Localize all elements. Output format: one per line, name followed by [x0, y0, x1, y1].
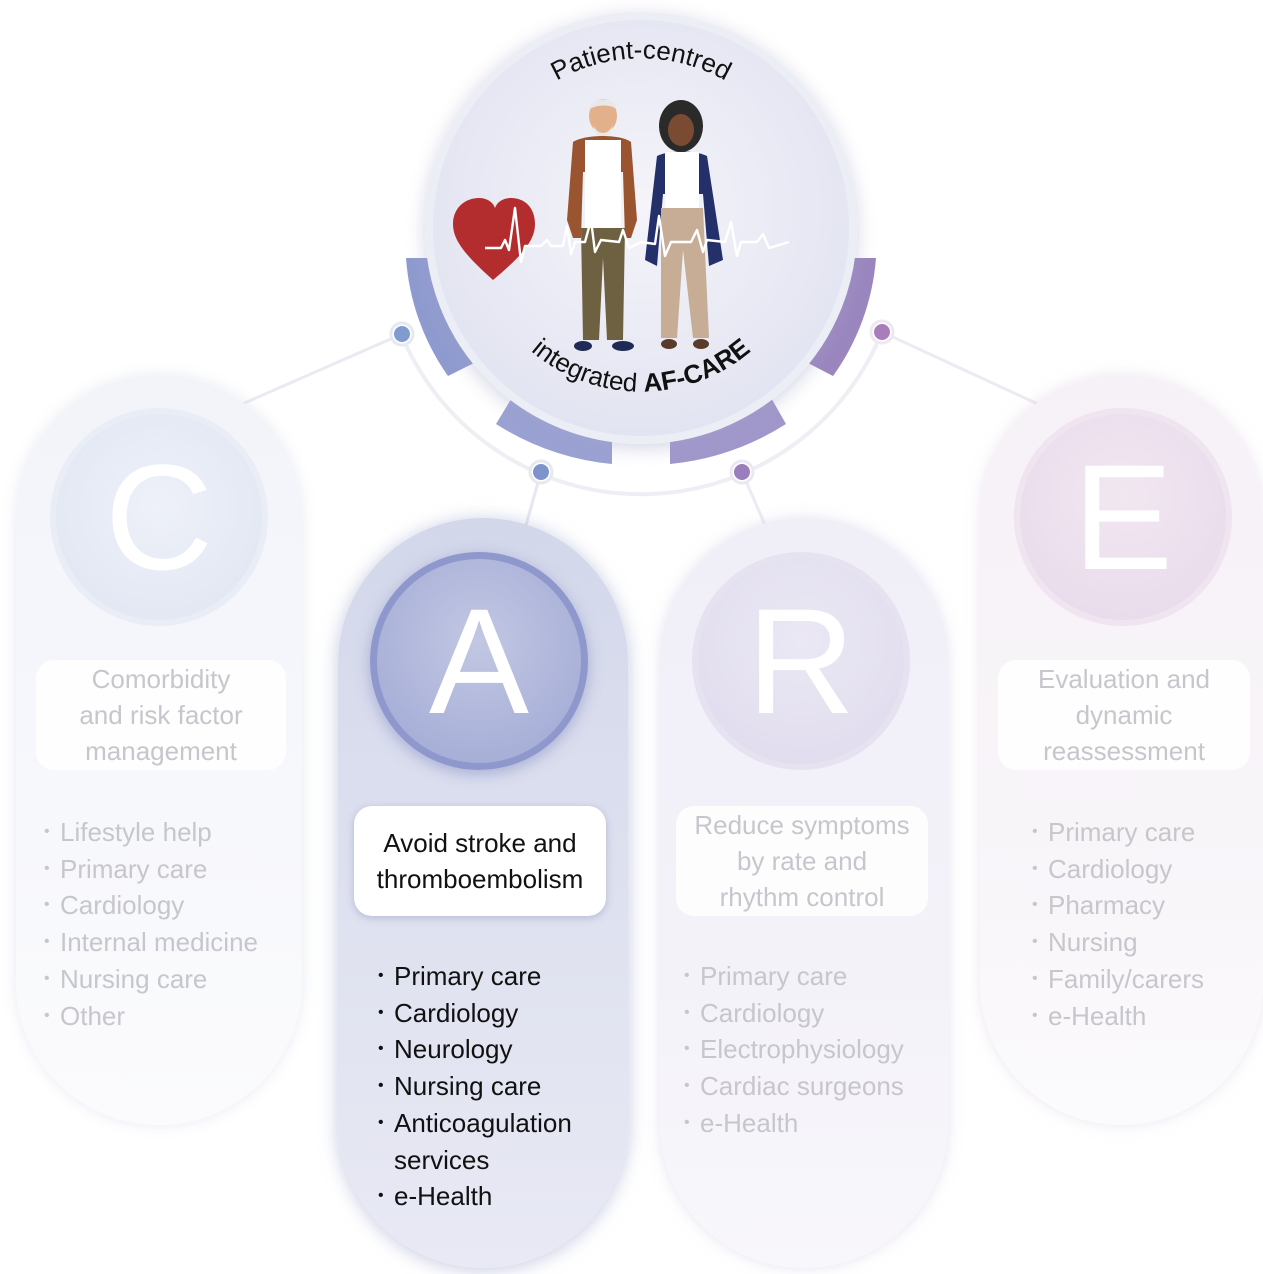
list-item: Electrophysiology: [684, 1031, 904, 1068]
list-item: e-Health: [378, 1178, 618, 1215]
list-item: Internal medicine: [44, 924, 258, 961]
letter-a: A: [428, 577, 530, 745]
list-item: Lifestyle help: [44, 814, 258, 851]
list-item: Neurology: [378, 1031, 618, 1068]
list-item: Nursing: [1032, 924, 1204, 961]
list-item: Cardiology: [44, 887, 258, 924]
list-item: Other: [44, 998, 258, 1035]
title-card-e: Evaluation and dynamic reassessment: [998, 660, 1250, 770]
list-item: Nursing care: [378, 1068, 618, 1105]
arc-segment-3: [670, 396, 786, 464]
title-card-a: Avoid stroke and thromboembolism: [354, 806, 606, 916]
list-item: Family/carers: [1032, 961, 1204, 998]
list-c: Lifestyle help Primary care Cardiology I…: [44, 814, 258, 1034]
list-e: Primary care Cardiology Pharmacy Nursing…: [1032, 814, 1204, 1034]
letter-circle-e: E: [1014, 408, 1232, 626]
arc-segment-1: [406, 258, 474, 376]
svg-text:integrated AF-CARE: integrated AF-CARE: [527, 332, 755, 398]
title-card-r: Reduce symptoms by rate and rhythm contr…: [676, 806, 928, 916]
letter-circle-r: R: [692, 552, 910, 770]
woman-figure-icon: [645, 100, 723, 349]
svg-text:Patient-centred: Patient-centred: [546, 34, 737, 86]
list-item: Cardiology: [378, 995, 618, 1032]
list-item: Anticoagulation services: [378, 1105, 618, 1178]
letter-circle-a: A: [370, 552, 588, 770]
list-item: e-Health: [684, 1105, 904, 1142]
list-a: Primary care Cardiology Neurology Nursin…: [378, 958, 618, 1215]
title-card-c: Comorbidity and risk factor management: [36, 660, 286, 770]
letter-c: C: [104, 433, 214, 601]
list-item: Cardiology: [684, 995, 904, 1032]
list-item: e-Health: [1032, 998, 1204, 1035]
title-line: Reduce symptoms: [694, 810, 910, 840]
outer-ring: [399, 331, 884, 497]
arc-title-top: Patient-centred: [546, 34, 737, 86]
arc-title-bottom-prefix: integrated: [527, 332, 644, 397]
title-line: reassessment: [1043, 736, 1205, 766]
list-item: Primary care: [378, 958, 618, 995]
man-figure-icon: [567, 99, 637, 351]
ecg-trace-icon: [485, 206, 790, 264]
connector-e: [881, 330, 1041, 407]
title-line: Evaluation and: [1037, 664, 1211, 694]
connector-c: [239, 332, 403, 407]
patients-illustration: [453, 99, 790, 351]
arc-title-bottom-bold: AF-CARE: [642, 332, 755, 398]
list-item: Cardiology: [1032, 851, 1204, 888]
arc-segment-4: [808, 258, 876, 376]
list-item: Primary care: [1032, 814, 1204, 851]
title-line: management: [85, 736, 237, 766]
title-line: rhythm control: [719, 882, 885, 912]
arc-segment-2: [496, 396, 612, 464]
letter-e: E: [1072, 433, 1174, 601]
title-line: and risk factor: [79, 700, 243, 730]
list-item: Pharmacy: [1032, 887, 1204, 924]
title-line: Avoid stroke and: [383, 828, 577, 858]
list-item: Nursing care: [44, 961, 258, 998]
badge-title: Patient-centred integrated AF-CARE: [527, 34, 755, 398]
list-item: Primary care: [684, 958, 904, 995]
title-line: thromboembolism: [376, 864, 584, 894]
title-line: dynamic: [1075, 700, 1173, 730]
list-item: Cardiac surgeons: [684, 1068, 904, 1105]
letter-r: R: [746, 577, 856, 745]
list-r: Primary care Cardiology Electrophysiolog…: [684, 958, 904, 1142]
letter-circle-c: C: [50, 408, 268, 626]
list-item: Primary care: [44, 851, 258, 888]
title-line: Comorbidity: [91, 664, 231, 694]
title-line: by rate and: [736, 846, 868, 876]
